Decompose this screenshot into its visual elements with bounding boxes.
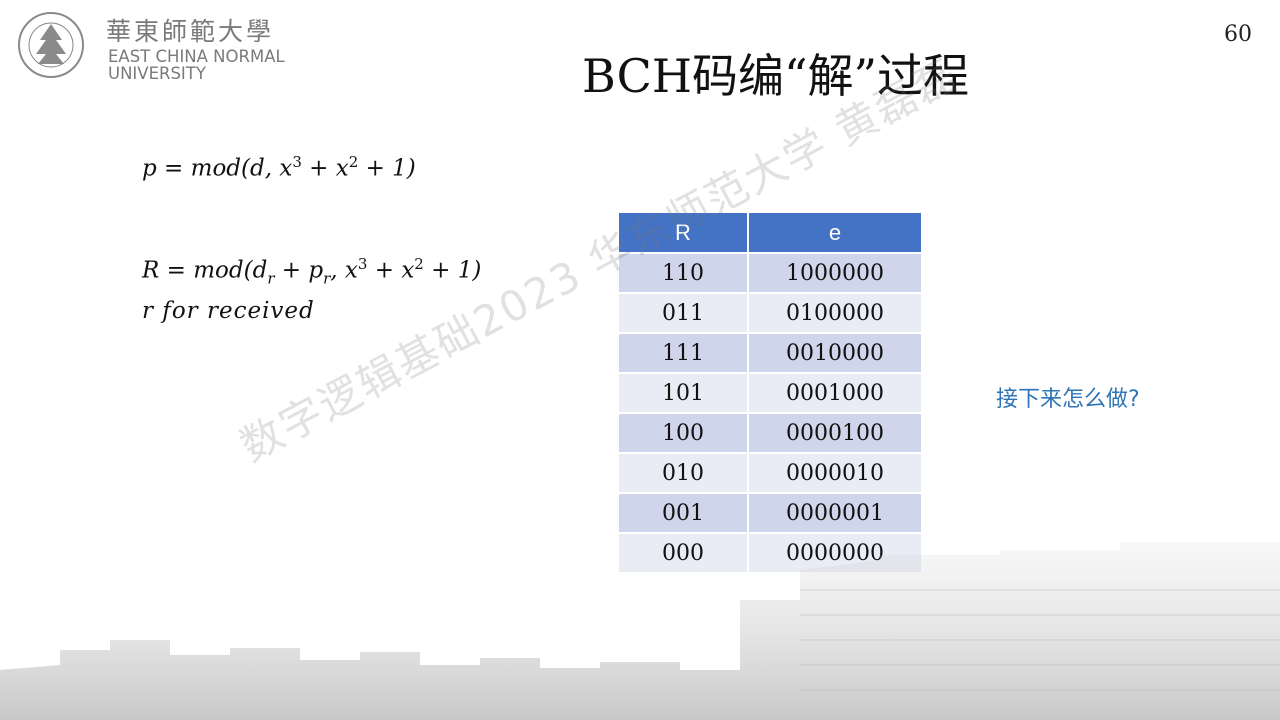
- formula-parity: p = mod(d, x3 + x2 + 1): [142, 153, 416, 182]
- formula-note: r for received: [142, 298, 315, 324]
- formula-exponent: 2: [348, 153, 359, 171]
- formula-text: , x: [330, 257, 358, 284]
- table-header-r: R: [617, 211, 749, 254]
- table-row: 011 0100000: [617, 292, 923, 334]
- logo-name-en-line1: EAST CHINA NORMAL: [108, 47, 285, 66]
- table-row: 100 0000100: [617, 412, 923, 454]
- table-cell-e: 0100000: [747, 292, 923, 334]
- formula-text: + p: [274, 257, 324, 284]
- campus-silhouette-decoration: [0, 542, 1280, 720]
- formula-text: p: [142, 155, 157, 182]
- table-row: 001 0000001: [617, 492, 923, 534]
- syndrome-table: R e 110 1000000 011 0100000 111 0010000 …: [617, 211, 923, 574]
- university-seal-icon: [18, 12, 84, 78]
- table-cell-r: 111: [617, 332, 749, 374]
- formula-text: R: [142, 257, 160, 284]
- formula-exponent: 3: [357, 255, 368, 273]
- slide-title: BCH码编“解”过程: [582, 49, 970, 103]
- formula-subscript: r: [267, 269, 275, 288]
- table-row: 000 0000000: [617, 532, 923, 574]
- formula-text: + 1): [423, 257, 482, 284]
- table-row: 010 0000010: [617, 452, 923, 494]
- table-row: 111 0010000: [617, 332, 923, 374]
- table-cell-e: 0000010: [747, 452, 923, 494]
- formula-text: + x: [301, 155, 349, 182]
- page-number: 60: [1224, 22, 1252, 47]
- table-cell-e: 0001000: [747, 372, 923, 414]
- formula-syndrome: R = mod(dr + pr, x3 + x2 + 1): [142, 255, 481, 287]
- table-cell-r: 100: [617, 412, 749, 454]
- formula-exponent: 2: [414, 255, 424, 273]
- table-cell-e: 0010000: [747, 332, 923, 374]
- university-logo: 華東師範大學 EAST CHINA NORMAL UNIVERSITY: [10, 8, 290, 83]
- table-cell-e: 0000100: [747, 412, 923, 454]
- table-header-e: e: [747, 211, 923, 254]
- table-cell-r: 011: [617, 292, 749, 334]
- table-cell-e: 1000000: [747, 252, 923, 294]
- table-header-row: R e: [617, 211, 923, 254]
- formula-text: = mod(d, x: [156, 155, 293, 182]
- formula-subscript: r: [323, 269, 331, 288]
- table-cell-r: 010: [617, 452, 749, 494]
- next-step-question: 接下来怎么做?: [996, 387, 1140, 412]
- table-cell-e: 0000001: [747, 492, 923, 534]
- table-cell-r: 001: [617, 492, 749, 534]
- table-cell-r: 101: [617, 372, 749, 414]
- formula-text: + 1): [358, 155, 416, 182]
- formula-text: = mod(d: [159, 257, 268, 284]
- table-cell-r: 000: [617, 532, 749, 574]
- formula-exponent: 3: [292, 153, 302, 171]
- formula-text: + x: [367, 257, 415, 284]
- table-cell-r: 110: [617, 252, 749, 294]
- logo-name-cn: 華東師範大學: [106, 17, 275, 46]
- table-row: 110 1000000: [617, 252, 923, 294]
- table-row: 101 0001000: [617, 372, 923, 414]
- logo-name-en-line2: UNIVERSITY: [108, 64, 206, 83]
